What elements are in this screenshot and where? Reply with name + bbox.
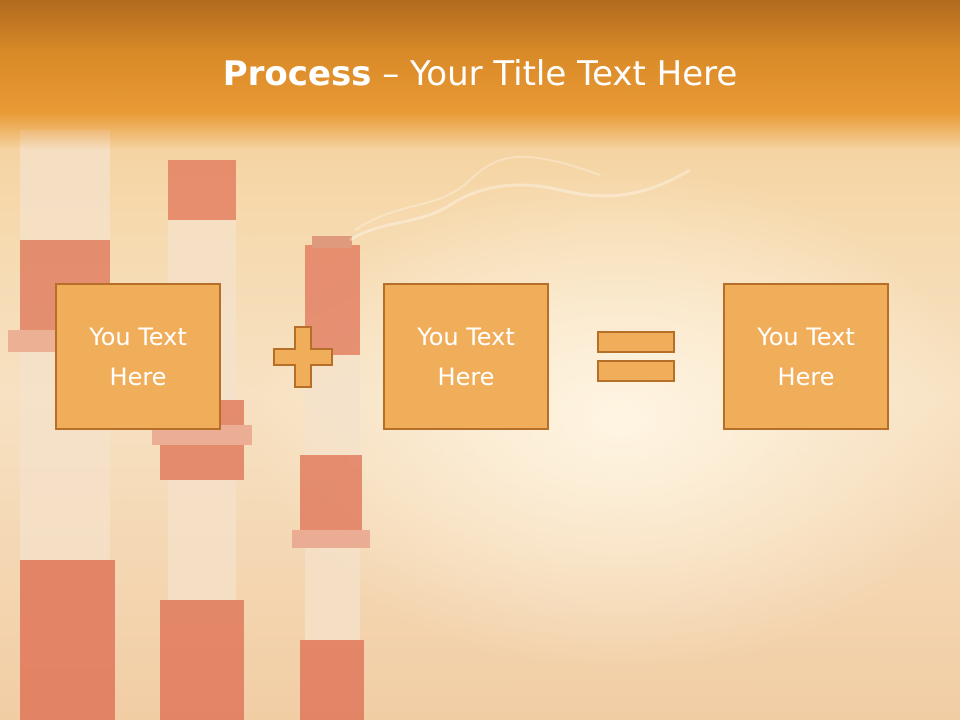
title-bar (0, 0, 960, 150)
process-box-2-text: You Text Here (417, 322, 515, 391)
slide-title[interactable]: Process – Your Title Text Here (0, 52, 960, 96)
process-box-1-text: You Text Here (89, 322, 187, 391)
equals-icon (597, 331, 675, 382)
title-rest: – Your Title Text Here (371, 54, 738, 94)
title-bold: Process (222, 54, 372, 94)
process-box-3-text: You Text Here (757, 322, 855, 391)
plus-icon (273, 326, 333, 388)
process-box-1[interactable]: You Text Here (55, 283, 221, 430)
process-box-2[interactable]: You Text Here (383, 283, 549, 430)
process-box-3[interactable]: You Text Here (723, 283, 889, 430)
